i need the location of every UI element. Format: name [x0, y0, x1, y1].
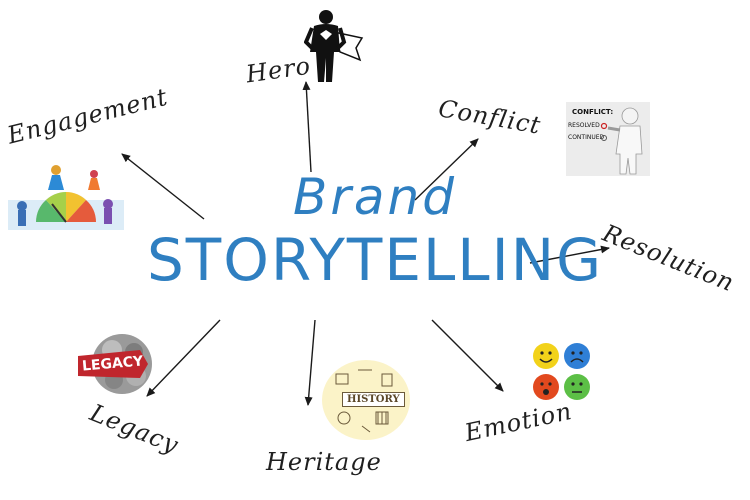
emotion-faces-icon	[533, 343, 590, 400]
conflict-board-heading: CONFLICT:	[572, 108, 614, 116]
title-storytelling: STORYTELLING	[146, 226, 604, 294]
arrow-emotion	[431, 319, 504, 392]
title-brand: Brand	[293, 168, 457, 226]
history-badge-text: HISTORY	[342, 392, 405, 407]
conflict-board-option-continued: CONTINUED	[568, 134, 605, 141]
label-heritage: Heritage	[266, 448, 382, 476]
history-doodle-icon	[335, 369, 393, 433]
arrow-conflict	[414, 138, 479, 201]
superhero-icon	[304, 10, 364, 82]
engagement-meter-image	[8, 165, 124, 230]
legacy-badge-image: LEGACY	[78, 330, 154, 400]
conflict-board-option-resolved: RESOLVED	[568, 122, 600, 129]
arrow-resolution	[529, 245, 610, 264]
arrow-engagement	[121, 153, 205, 220]
gear-sphere-icon	[78, 334, 152, 394]
conflict-board-image: CONFLICT: RESOLVED CONTINUED	[566, 102, 650, 176]
arrow-legacy	[146, 319, 221, 397]
conflict-person-icon	[600, 107, 643, 175]
arrow-heritage	[304, 319, 316, 406]
arrow-hero	[302, 81, 312, 173]
history-badge-image: HISTORY	[322, 360, 410, 440]
